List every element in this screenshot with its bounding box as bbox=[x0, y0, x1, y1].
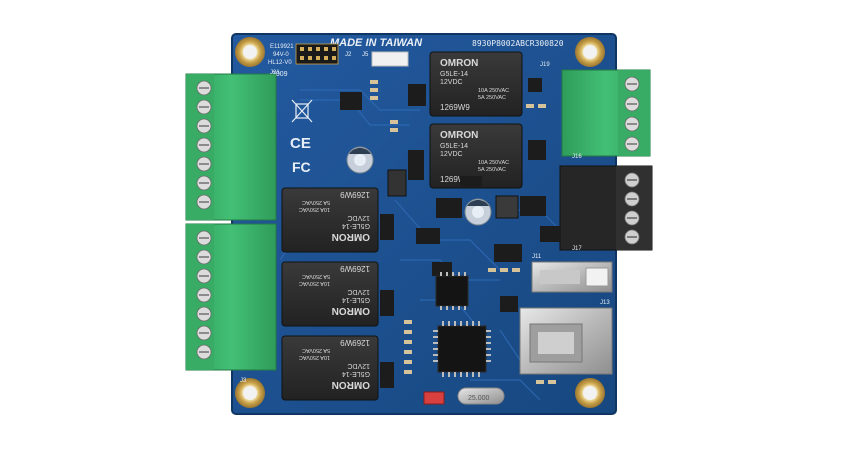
right-terminal-block-black bbox=[559, 165, 653, 251]
crystal-oscillator: 25.000 bbox=[457, 387, 505, 405]
svg-text:J13: J13 bbox=[600, 300, 610, 306]
ce-mark: CE bbox=[290, 135, 311, 152]
smd-resistors bbox=[370, 80, 556, 384]
relay-ry2: OMRON G5LE-14 12VDC 10A 250VAC 5A 250VAC… bbox=[429, 51, 523, 117]
svg-text:J2: J2 bbox=[345, 52, 352, 58]
usb-connector bbox=[531, 261, 613, 293]
jumper bbox=[423, 391, 445, 405]
svg-text:12VDC: 12VDC bbox=[440, 151, 463, 158]
svg-text:12VDC: 12VDC bbox=[347, 362, 370, 369]
svg-text:5A 250VAC: 5A 250VAC bbox=[302, 199, 330, 205]
svg-text:J16: J16 bbox=[572, 154, 582, 160]
mounting-holes bbox=[235, 37, 605, 408]
capacitor-2 bbox=[464, 198, 492, 226]
cert-line-3: HL12-V0 bbox=[268, 60, 292, 66]
relay-ry4: OMRON G5LE-14 12VDC 10A 250VAC 5A 250VAC… bbox=[281, 261, 379, 327]
svg-text:12VDC: 12VDC bbox=[347, 214, 370, 221]
pin-header bbox=[295, 43, 339, 65]
cert-line-1: E119921 bbox=[270, 44, 294, 50]
svg-text:5A 250VAC: 5A 250VAC bbox=[478, 167, 506, 173]
connector-labels: J21 J2 J5 J19 J16 J17 J11 J3 J13 bbox=[240, 52, 610, 384]
svg-text:1269W9: 1269W9 bbox=[340, 338, 370, 347]
svg-text:10A 250VAC: 10A 250VAC bbox=[299, 280, 330, 286]
svg-text:1269W9: 1269W9 bbox=[340, 190, 370, 199]
svg-text:G5LE-14: G5LE-14 bbox=[342, 222, 370, 229]
svg-text:10A 250VAC: 10A 250VAC bbox=[299, 206, 330, 212]
svg-text:J17: J17 bbox=[572, 246, 582, 252]
relay-ry1: OMRON G5LE-14 12VDC 10A 250VAC 5A 250VAC… bbox=[429, 123, 523, 189]
relay-ry3: OMRON G5LE-14 12VDC 10A 250VAC 5A 250VAC… bbox=[281, 187, 379, 253]
capacitor-1 bbox=[346, 146, 374, 174]
svg-text:G5LE-14: G5LE-14 bbox=[440, 71, 468, 78]
svg-text:1269W9: 1269W9 bbox=[340, 264, 370, 273]
svg-text:OMRON: OMRON bbox=[332, 379, 370, 390]
svg-text:J3: J3 bbox=[240, 378, 247, 384]
part-number-label: 8930P8002ABCR300820 bbox=[472, 39, 564, 48]
relay-ry5: OMRON G5LE-14 12VDC 10A 250VAC 5A 250VAC… bbox=[281, 335, 379, 401]
svg-text:J11: J11 bbox=[532, 254, 542, 260]
svg-text:1269W9: 1269W9 bbox=[440, 103, 470, 112]
weee-icon bbox=[291, 99, 313, 123]
svg-text:1269W9: 1269W9 bbox=[440, 175, 470, 184]
svg-text:J19: J19 bbox=[540, 62, 550, 68]
svg-text:OMRON: OMRON bbox=[440, 130, 478, 141]
svg-text:G5LE-14: G5LE-14 bbox=[342, 296, 370, 303]
left-terminal-block-top bbox=[185, 73, 277, 221]
ethernet-jack bbox=[519, 307, 613, 375]
cert-line-2: 94V-0 bbox=[273, 52, 289, 58]
svg-text:12VDC: 12VDC bbox=[440, 79, 463, 86]
ic-chip-main bbox=[433, 321, 491, 377]
made-in-label: MADE IN TAIWAN bbox=[330, 37, 423, 49]
right-terminal-block-green bbox=[561, 69, 651, 157]
svg-text:G5LE-14: G5LE-14 bbox=[342, 370, 370, 377]
svg-text:25.000: 25.000 bbox=[468, 395, 490, 402]
svg-text:10A 250VAC: 10A 250VAC bbox=[299, 354, 330, 360]
inductor-1 bbox=[387, 169, 407, 197]
svg-text:G5LE-14: G5LE-14 bbox=[440, 143, 468, 150]
svg-text:10A 250VAC: 10A 250VAC bbox=[478, 88, 509, 94]
svg-text:J21: J21 bbox=[270, 70, 280, 76]
ic-chip-small bbox=[435, 272, 469, 310]
inductor-2 bbox=[495, 195, 519, 219]
svg-text:OMRON: OMRON bbox=[440, 58, 478, 69]
fcc-mark: FC bbox=[292, 159, 311, 175]
svg-text:12VDC: 12VDC bbox=[347, 288, 370, 295]
svg-text:5A 250VAC: 5A 250VAC bbox=[302, 347, 330, 353]
left-terminal-block-bottom bbox=[185, 223, 277, 371]
svg-text:OMRON: OMRON bbox=[332, 231, 370, 242]
small-white-connector bbox=[371, 51, 409, 67]
svg-text:5A 250VAC: 5A 250VAC bbox=[478, 95, 506, 101]
svg-text:10A 250VAC: 10A 250VAC bbox=[478, 160, 509, 166]
svg-text:5A 250VAC: 5A 250VAC bbox=[302, 273, 330, 279]
svg-text:J5: J5 bbox=[362, 52, 369, 58]
svg-text:OMRON: OMRON bbox=[332, 305, 370, 316]
smd-components bbox=[340, 78, 560, 388]
year-label: 2009 bbox=[272, 71, 288, 78]
